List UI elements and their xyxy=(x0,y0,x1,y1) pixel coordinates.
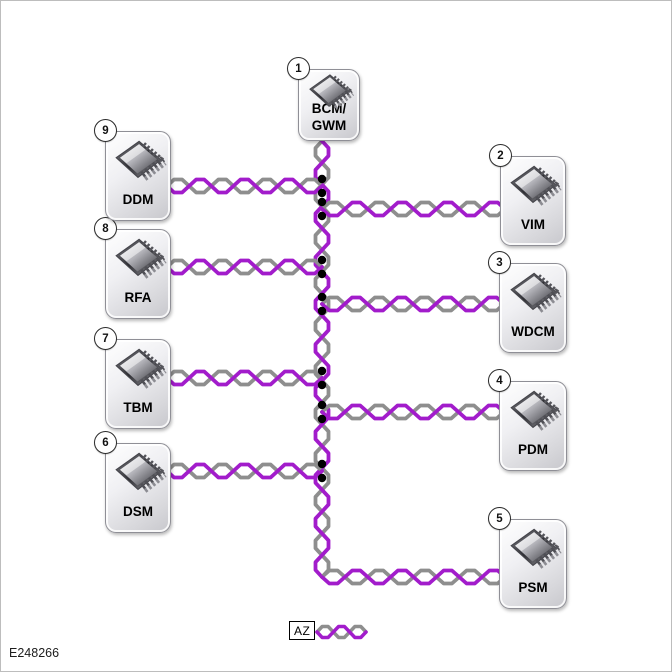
junction-dot-dsm xyxy=(317,473,327,483)
legend-twisted-pair-icon-gray-wire xyxy=(315,624,368,640)
module-bcm-gwm: 1 BCM/ GWM xyxy=(287,57,360,141)
module-number-badge: 4 xyxy=(488,369,511,392)
figure-code-label: E248266 xyxy=(9,646,60,660)
module-ddm: 9 DDM xyxy=(94,119,171,221)
module-rfa: 8 RFA xyxy=(94,217,171,319)
chip-icon xyxy=(115,348,167,389)
bus-to-psm-purple-wire xyxy=(320,568,507,586)
module-number-badge: 6 xyxy=(94,431,117,454)
module-number: 9 xyxy=(102,124,109,137)
chip-icon xyxy=(510,390,562,431)
module-label: RFA xyxy=(124,290,152,306)
junction-dot-wdcm xyxy=(317,306,327,316)
branch-vim-purple-wire xyxy=(320,200,507,218)
module-label: DSM xyxy=(123,504,153,520)
module-label: DDM xyxy=(122,192,154,208)
legend-twisted-pair-icon-purple-wire xyxy=(315,624,368,640)
module-label: PDM xyxy=(518,442,548,458)
module-label: PSM xyxy=(518,580,548,596)
module-psm: 5 PSM xyxy=(488,507,567,609)
module-number-badge: 7 xyxy=(94,327,117,350)
module-label: TBM xyxy=(123,400,153,416)
junction-dot-vim xyxy=(317,211,327,221)
bus-vertical-purple-wire xyxy=(313,139,331,579)
chip-icon xyxy=(115,452,167,493)
chip-icon xyxy=(115,140,167,181)
junction-dot-tbm xyxy=(317,366,327,376)
branch-pdm-purple-wire xyxy=(320,403,506,421)
module-dsm: 6 DSM xyxy=(94,431,171,533)
module-number: 8 xyxy=(102,222,109,235)
junction-dot-dsm xyxy=(317,459,327,469)
junction-dot-wdcm xyxy=(317,292,327,302)
junction-dot-vim xyxy=(317,197,327,207)
junction-dot-pdm xyxy=(317,400,327,410)
module-number: 5 xyxy=(496,512,503,525)
module-label: VIM xyxy=(520,217,545,233)
module-pdm: 4 PDM xyxy=(488,369,567,471)
junction-dot-rfa xyxy=(317,255,327,265)
module-number-badge: 5 xyxy=(488,507,511,530)
junction-dot-ddm xyxy=(317,174,327,184)
chip-icon xyxy=(510,528,562,569)
junction-dot-ddm xyxy=(317,188,327,198)
module-number-badge: 8 xyxy=(94,217,117,240)
module-vim: 2 VIM xyxy=(489,144,566,246)
branch-rfa-purple-wire xyxy=(165,258,324,276)
module-number-badge: 1 xyxy=(287,57,310,80)
module-number-badge: 2 xyxy=(489,144,512,167)
branch-dsm-purple-wire xyxy=(165,462,324,480)
junction-dot-pdm xyxy=(317,414,327,424)
branch-tbm-purple-wire xyxy=(165,369,324,387)
branch-wdcm-purple-wire xyxy=(320,295,506,313)
branch-ddm-purple-wire xyxy=(165,177,324,195)
chip-icon xyxy=(510,272,562,313)
chip-icon xyxy=(510,165,562,206)
junction-dot-rfa xyxy=(317,269,327,279)
chip-icon xyxy=(115,238,167,279)
module-number: 1 xyxy=(295,62,302,75)
module-label: BCM/ GWM xyxy=(311,101,347,134)
chip-icon xyxy=(309,74,355,110)
legend: AZ xyxy=(289,621,316,640)
module-number: 4 xyxy=(496,374,503,387)
module-number-badge: 3 xyxy=(488,251,511,274)
module-label: WDCM xyxy=(511,324,555,340)
legend-circuit-label: AZ xyxy=(289,621,316,640)
module-number-badge: 9 xyxy=(94,119,117,142)
junction-dot-tbm xyxy=(317,380,327,390)
module-number: 7 xyxy=(102,332,109,345)
module-number: 2 xyxy=(497,149,504,162)
module-number: 3 xyxy=(496,256,503,269)
module-number: 6 xyxy=(102,436,109,449)
module-wdcm: 3 WDCM xyxy=(488,251,567,353)
module-tbm: 7 TBM xyxy=(94,327,171,429)
